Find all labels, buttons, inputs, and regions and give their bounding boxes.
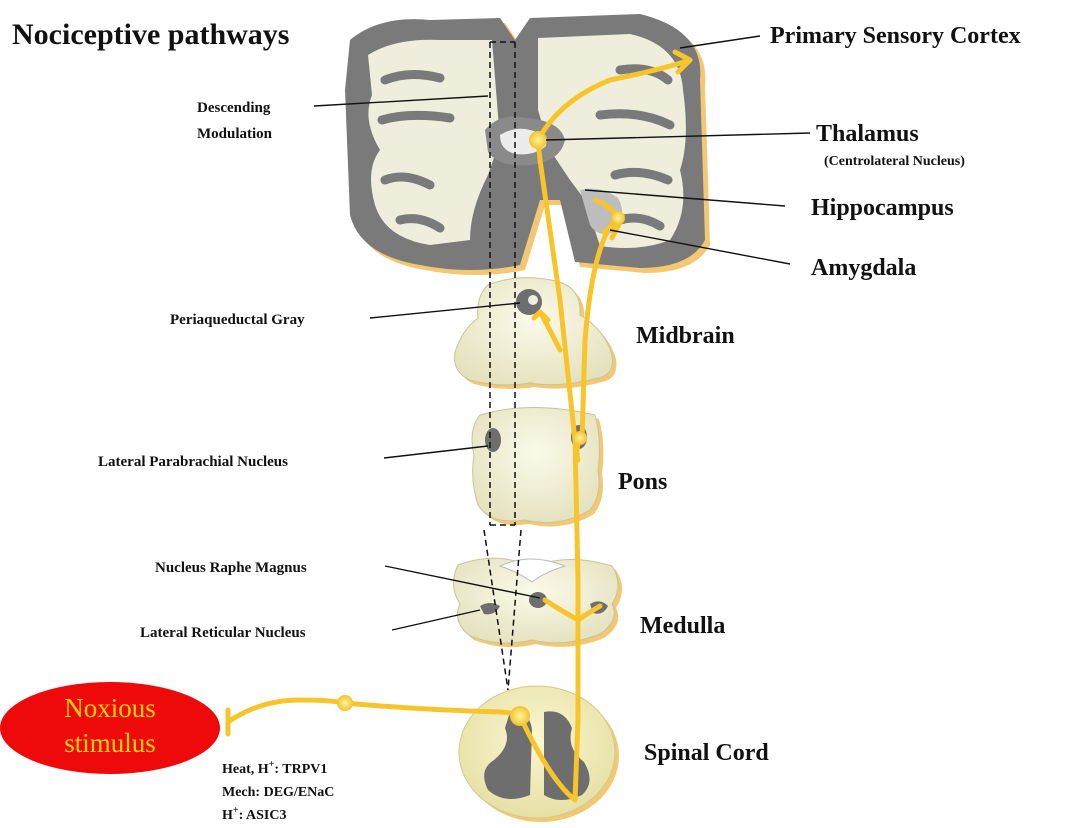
- label-thalamus-sub: (Centrolateral Nucleus): [824, 154, 965, 169]
- label-descending-line1: Descending: [197, 100, 271, 116]
- label-periaqueductal-gray: Periaqueductal Gray: [170, 312, 305, 328]
- label-descending-line2: Modulation: [197, 126, 273, 142]
- label-primary-sensory-cortex: Primary Sensory Cortex: [770, 23, 1021, 49]
- receptor-acid: H+: ASIC3: [222, 805, 286, 823]
- lateral-parabrachial-nucleus-left: [485, 428, 501, 452]
- label-midbrain: Midbrain: [636, 323, 735, 349]
- noxious-stimulus: Noxious stimulus: [0, 682, 220, 774]
- label-lateral-reticular: Lateral Reticular Nucleus: [140, 625, 306, 641]
- receptor-heat: Heat, H+: TRPV1: [222, 759, 327, 777]
- stimulus-line1: Noxious: [64, 693, 156, 723]
- medulla-section: [453, 558, 622, 647]
- stimulus-line2: stimulus: [64, 728, 156, 758]
- label-medulla: Medulla: [640, 613, 725, 639]
- label-pons: Pons: [618, 469, 667, 495]
- receptor-mech: Mech: DEG/ENaC: [222, 785, 334, 800]
- label-thalamus: Thalamus: [816, 121, 919, 147]
- diagram-title: Nociceptive pathways: [12, 18, 289, 51]
- label-spinal-cord: Spinal Cord: [644, 740, 769, 766]
- label-nucleus-raphe-magnus: Nucleus Raphe Magnus: [155, 560, 307, 576]
- brain-coronal-section: [345, 14, 710, 275]
- label-hippocampus: Hippocampus: [811, 195, 954, 221]
- label-amygdala: Amygdala: [811, 255, 916, 281]
- label-lateral-parabrachial: Lateral Parabrachial Nucleus: [98, 454, 288, 470]
- receptor-list: Heat, H+: TRPV1 Mech: DEG/ENaC H+: ASIC3: [222, 759, 334, 823]
